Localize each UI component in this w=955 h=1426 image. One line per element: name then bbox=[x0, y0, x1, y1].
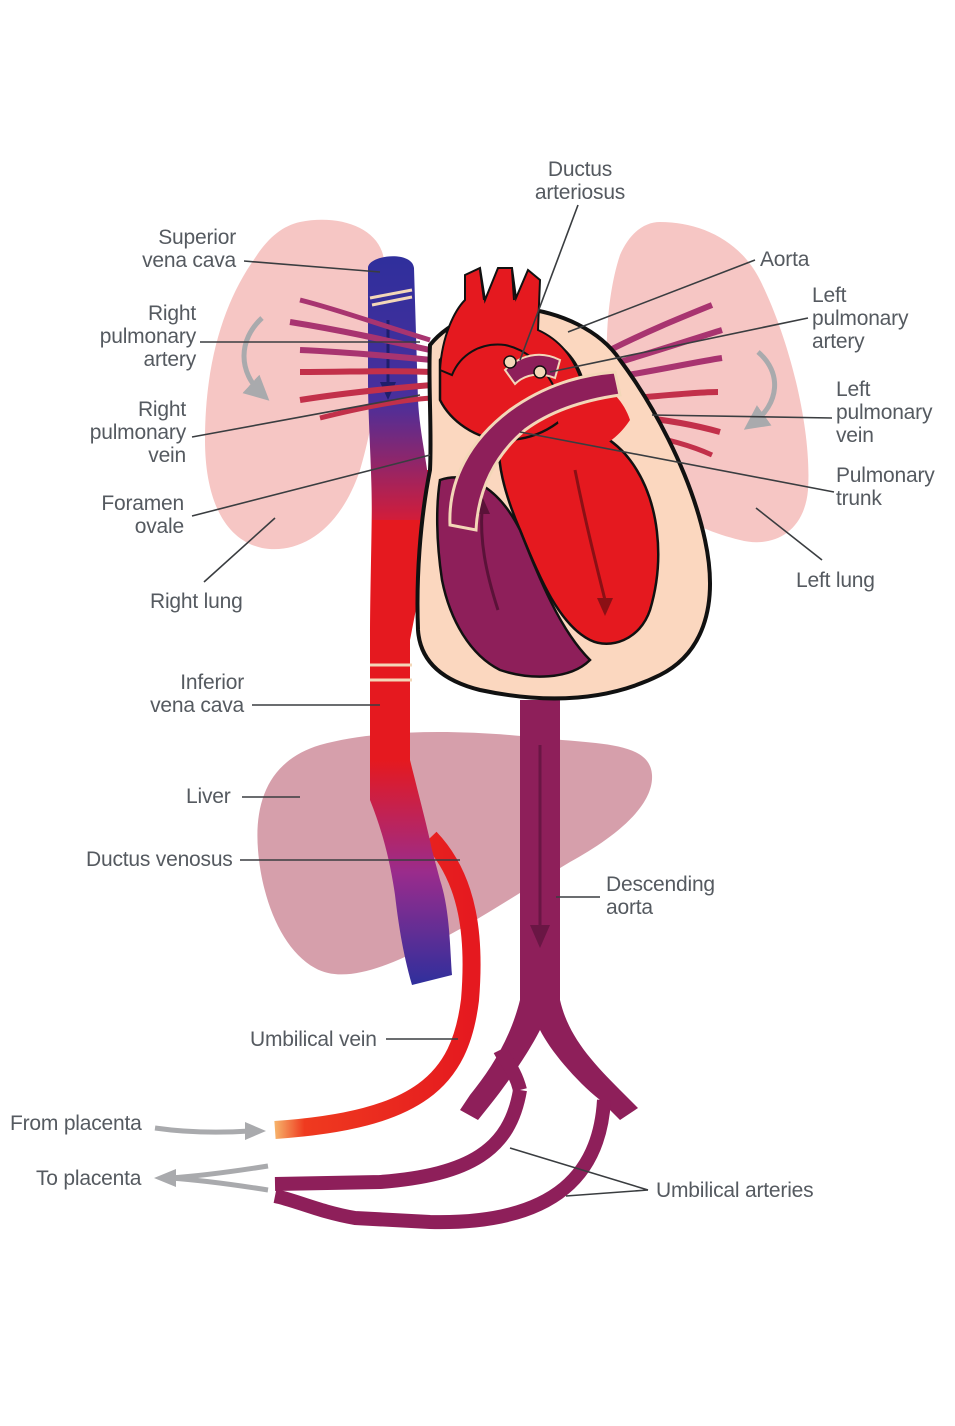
label-right-lung: Right lung bbox=[150, 590, 243, 613]
liver bbox=[257, 732, 653, 975]
umbilical-vein bbox=[274, 831, 481, 1139]
inferior-vena-cava bbox=[370, 470, 430, 760]
umbilical-arteries bbox=[273, 1046, 611, 1230]
label-superior-vena-cava: Superior vena cava bbox=[142, 226, 236, 272]
leader-lines bbox=[191, 204, 835, 1197]
right-lung bbox=[205, 219, 385, 550]
label-left-lung: Left lung bbox=[796, 569, 875, 592]
ductus-venosus bbox=[370, 760, 452, 985]
pulmonary-trunk bbox=[448, 353, 622, 532]
label-foramen-ovale: Foramen ovale bbox=[101, 492, 184, 538]
label-aorta: Aorta bbox=[760, 248, 810, 271]
label-liver: Liver bbox=[186, 785, 231, 808]
label-descending-aorta: Descending aorta bbox=[606, 873, 715, 919]
label-ductus-venosus: Ductus venosus bbox=[86, 848, 233, 871]
right-pulmonary-branches bbox=[289, 297, 433, 421]
label-umbilical-vein: Umbilical vein bbox=[250, 1028, 377, 1051]
from-placenta-arrow bbox=[154, 1122, 266, 1140]
label-from-placenta: From placenta bbox=[10, 1112, 142, 1135]
label-left-pulmonary-artery: Left pulmonary artery bbox=[812, 284, 909, 353]
label-right-pulmonary-artery: Right pulmonary artery bbox=[99, 302, 196, 371]
to-placenta-arrow bbox=[154, 1163, 269, 1193]
label-right-pulmonary-vein: Right pulmonary vein bbox=[89, 398, 186, 467]
label-umbilical-arteries: Umbilical arteries bbox=[656, 1179, 814, 1202]
descending-aorta bbox=[460, 700, 638, 1120]
label-inferior-vena-cava: Inferior vena cava bbox=[150, 671, 244, 717]
label-to-placenta: To placenta bbox=[36, 1167, 142, 1190]
label-left-pulmonary-vein: Left pulmonary vein bbox=[836, 378, 933, 447]
label-pulmonary-trunk: Pulmonary trunk bbox=[836, 464, 935, 510]
label-ductus-arteriosus: Ductus arteriosus bbox=[534, 158, 626, 204]
